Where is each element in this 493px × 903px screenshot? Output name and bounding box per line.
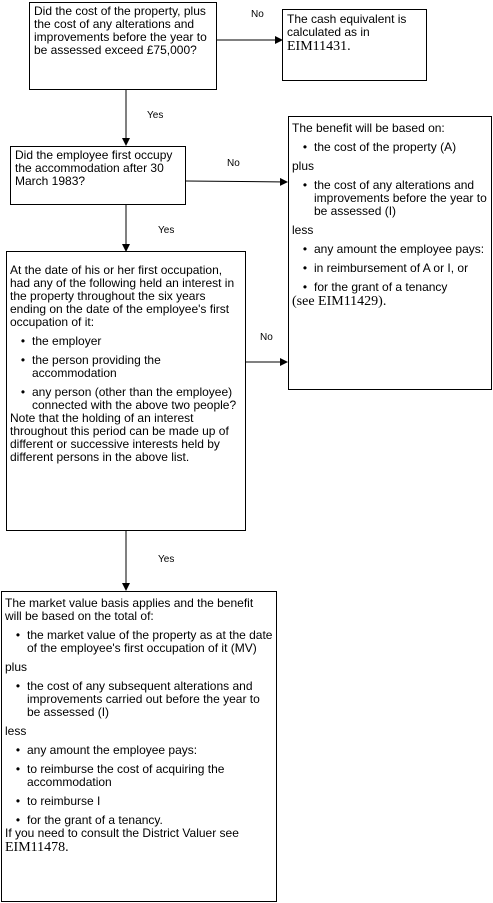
question-cost-exceed-box: Did the cost of the property, plus the c… [29,2,217,90]
bullet-icon: • [302,242,308,256]
market-value-outro: If you need to consult the District Valu… [5,826,239,840]
market-value-bullet-6: • for the grant of a tenancy. [5,814,273,827]
interest-held-bullet-3: • any person (other than the employee) c… [10,386,242,412]
cash-equivalent-ref: EIM11431. [287,39,351,54]
bullet-text: any person (other than the employee) con… [32,385,237,412]
interest-held-box: At the date of his or her first occupati… [6,251,246,531]
bullet-icon: • [15,628,21,642]
bullet-icon: • [15,762,21,776]
bullet-text: the market value of the property as at t… [27,628,273,655]
cash-equivalent-box: The cash equivalent is calculated as in … [282,9,427,81]
bullet-text: the person providing the accommodation [32,353,161,380]
question-cost-exceed-text: Did the cost of the property, plus the c… [34,4,207,57]
market-value-less: less [5,724,27,738]
market-value-box: The market value basis applies and the b… [1,591,277,902]
arrow-no-2 [185,177,288,186]
benefit-cost-box: The benefit will be based on: • the cost… [288,116,492,390]
bullet-icon: • [20,385,26,399]
question-first-occupy-text: Did the employee first occupy the accomm… [15,148,173,188]
label-no-2: No [227,158,240,169]
interest-held-note: Note that the holding of an interest thr… [10,411,229,464]
interest-held-bullet-1: • the employer [10,335,242,348]
market-value-intro: The market value basis applies and the b… [5,596,254,623]
label-yes-3: Yes [158,554,175,565]
bullet-icon: • [302,140,308,154]
question-first-occupy-box: Did the employee first occupy the accomm… [10,146,186,205]
benefit-cost-less: less [292,223,314,237]
label-no-1: No [251,9,264,20]
market-value-bullet-5: • to reimburse I [5,795,273,808]
bullet-icon: • [15,813,21,827]
label-no-3: No [260,332,273,343]
interest-held-intro: At the date of his or her first occupati… [10,263,235,329]
bullet-text: for the grant of a tenancy [314,280,448,294]
benefit-cost-bullet-1: • the cost of the property (A) [292,141,488,154]
market-value-bullet-3: • any amount the employee pays: [5,744,273,757]
bullet-icon: • [15,794,21,808]
bullet-icon: • [302,280,308,294]
bullet-icon: • [20,353,26,367]
benefit-cost-bullet-3: • any amount the employee pays: [292,243,488,256]
bullet-icon: • [15,743,21,757]
benefit-cost-bullet-5: • for the grant of a tenancy [292,281,488,294]
bullet-text: the cost of any subsequent alterations a… [27,679,260,719]
bullet-text: the cost of the property (A) [314,140,457,154]
bullet-text: to reimburse I [27,794,101,808]
bullet-text: any amount the employee pays: [27,743,198,757]
benefit-cost-bullet-2: • the cost of any alterations and improv… [292,179,488,218]
bullet-text: the employer [32,334,102,348]
bullet-text: for the grant of a tenancy. [27,813,163,827]
market-value-bullet-4: • to reimburse the cost of acquiring the… [5,763,273,789]
benefit-cost-ref: (see EIM11429). [292,294,387,309]
market-value-plus: plus [5,660,28,674]
bullet-icon: • [302,178,308,192]
bullet-icon: • [15,679,21,693]
market-value-ref: EIM11478. [5,840,69,855]
label-yes-1: Yes [147,110,164,121]
bullet-text: any amount the employee pays: [314,242,485,256]
bullet-text: to reimburse the cost of acquiring the a… [27,762,225,789]
benefit-cost-intro: The benefit will be based on: [292,121,445,135]
cash-equivalent-text: The cash equivalent is calculated as in [287,12,407,39]
benefit-cost-plus: plus [292,159,315,173]
bullet-text: the cost of any alterations and improvem… [314,178,487,218]
benefit-cost-bullet-4: • in reimbursement of A or I, or [292,262,488,275]
bullet-text: in reimbursement of A or I, or [314,261,469,275]
label-yes-2: Yes [158,225,175,236]
bullet-icon: • [302,261,308,275]
market-value-bullet-1: • the market value of the property as at… [5,629,273,655]
bullet-icon: • [20,334,26,348]
market-value-bullet-2: • the cost of any subsequent alterations… [5,680,273,719]
interest-held-bullet-2: • the person providing the accommodation [10,354,242,380]
